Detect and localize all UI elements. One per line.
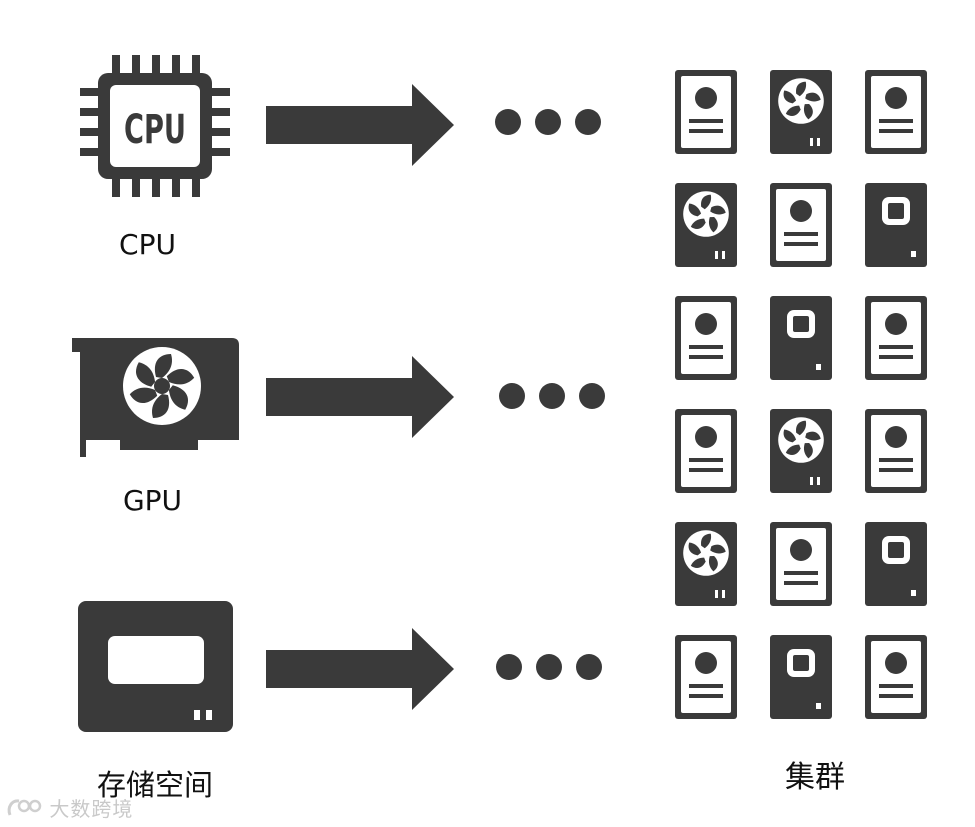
fan-server-icon — [675, 522, 737, 606]
server-icon — [675, 635, 737, 719]
server-icon — [675, 70, 737, 154]
ellipsis-icon — [496, 654, 602, 680]
gpu-card-icon — [72, 338, 239, 457]
cpu-chip-icon: CPU — [80, 55, 230, 197]
watermark: 大数跨境 — [6, 793, 133, 822]
watermark-text: 大数跨境 — [49, 797, 134, 821]
ellipsis-icon — [495, 109, 601, 135]
arrow-right-icon — [266, 356, 454, 438]
watermark-logo-icon — [7, 798, 42, 816]
server-icon — [770, 522, 832, 606]
cpu-label: CPU — [119, 228, 176, 261]
fan-server-icon — [675, 183, 737, 267]
cluster-label: 集群 — [785, 760, 845, 795]
box-server-icon — [770, 635, 832, 719]
ellipsis-icon — [499, 383, 605, 409]
arrow-right-icon — [266, 628, 454, 710]
box-server-icon — [865, 522, 927, 606]
fan-server-icon — [770, 70, 832, 154]
fan-server-icon — [770, 409, 832, 493]
cluster-grid — [675, 70, 927, 719]
storage-label: 存储空间 — [96, 768, 213, 802]
storage-drive-icon — [78, 601, 233, 732]
server-icon — [865, 296, 927, 380]
box-server-icon — [770, 296, 832, 380]
cpu-chip-text: CPU — [124, 107, 186, 153]
box-server-icon — [865, 183, 927, 267]
server-icon — [865, 409, 927, 493]
server-icon — [865, 70, 927, 154]
server-icon — [770, 183, 832, 267]
arrow-right-icon — [266, 84, 454, 166]
gpu-label: GPU — [122, 484, 183, 517]
server-icon — [865, 635, 927, 719]
server-icon — [675, 409, 737, 493]
server-icon — [675, 296, 737, 380]
